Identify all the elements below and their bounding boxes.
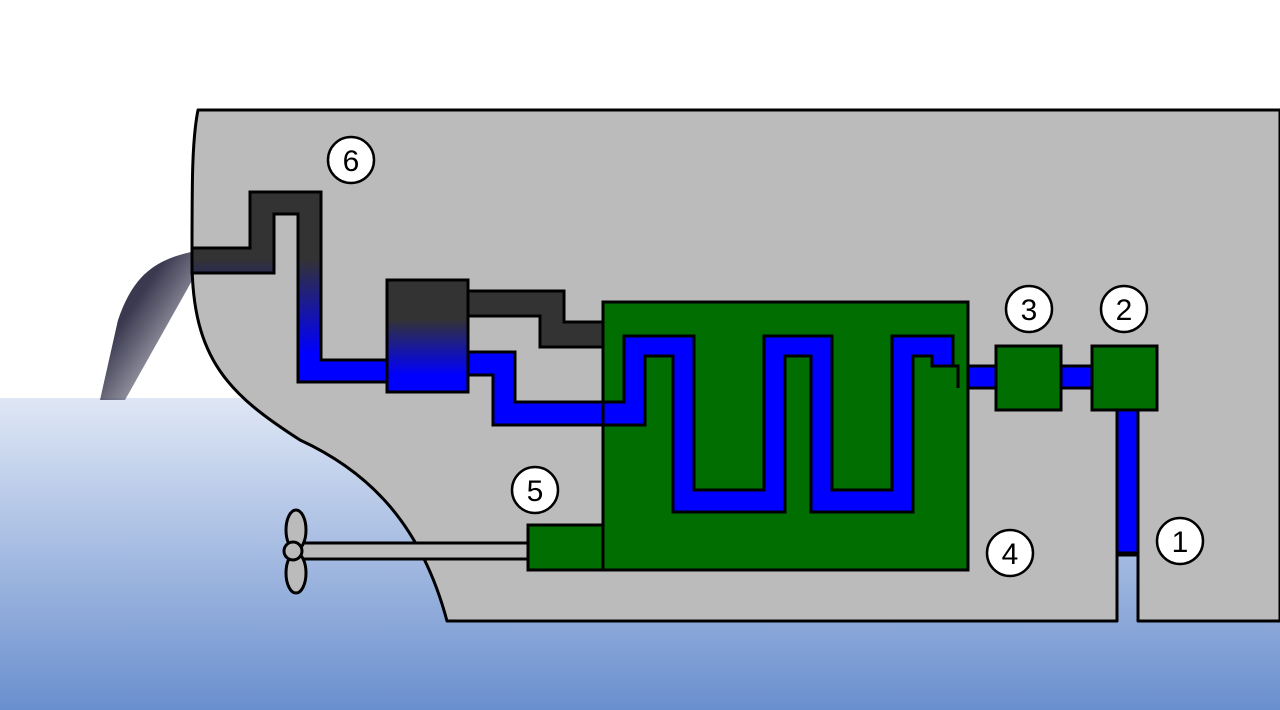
label-3: 3 [1004, 284, 1054, 334]
mixing-chamber [385, 278, 470, 394]
pump [994, 344, 1063, 412]
propeller-shaft [296, 541, 530, 561]
propeller [282, 508, 308, 595]
svg-text:5: 5 [527, 475, 544, 508]
exhaust-outlet-pipe [190, 190, 389, 384]
svg-text:2: 2 [1116, 294, 1133, 327]
label-4: 4 [985, 528, 1035, 578]
svg-text:4: 4 [1002, 538, 1019, 571]
engine-cooling-channel [601, 334, 960, 514]
svg-text:6: 6 [343, 145, 360, 178]
label-2: 2 [1099, 284, 1149, 334]
pipe-pump-filter [1056, 364, 1096, 390]
filter [1090, 344, 1159, 412]
label-1: 1 [1155, 516, 1205, 566]
svg-text:3: 3 [1021, 294, 1038, 327]
gearbox [526, 523, 605, 572]
inlet-pipe [1115, 406, 1140, 555]
exhaust-smoke [100, 250, 200, 400]
svg-text:1: 1 [1172, 526, 1189, 559]
label-5: 5 [510, 465, 560, 515]
label-6: 6 [326, 135, 376, 185]
